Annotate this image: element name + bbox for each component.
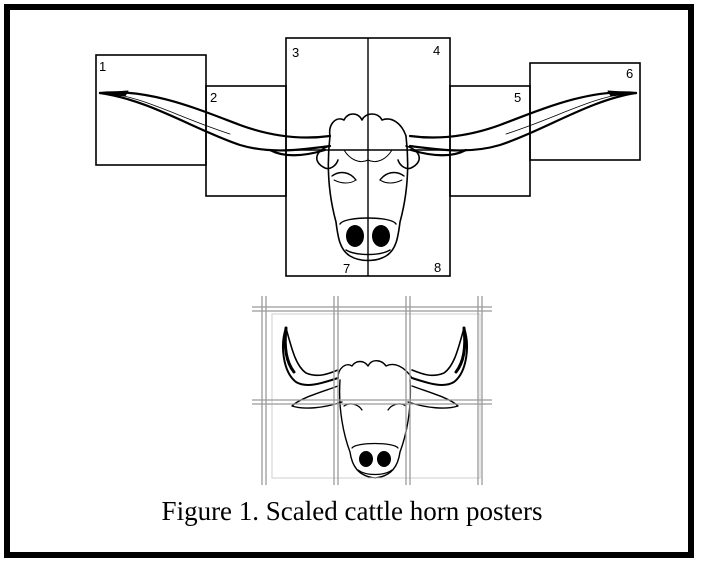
bull-head-icon	[283, 328, 467, 478]
longhorn-poster-diagram: 1 2 3 4 5 6 7 8	[96, 38, 640, 276]
poster-panel-1	[96, 55, 206, 165]
panel-number-7: 7	[343, 261, 350, 276]
panel-number-2: 2	[210, 90, 217, 105]
figure-caption: Figure 1. Scaled cattle horn posters	[0, 496, 704, 527]
panel-number-3: 3	[292, 45, 299, 60]
poster-panel-2	[206, 86, 286, 196]
panel-number-4: 4	[433, 43, 440, 58]
panel-number-8: 8	[434, 260, 441, 275]
bull-panel-outline	[272, 314, 480, 478]
panel-number-5: 5	[514, 90, 521, 105]
bull-grid-diagram	[252, 296, 492, 485]
panel-number-1: 1	[99, 59, 106, 74]
panel-number-6: 6	[626, 66, 633, 81]
poster-panel-6	[530, 63, 640, 160]
